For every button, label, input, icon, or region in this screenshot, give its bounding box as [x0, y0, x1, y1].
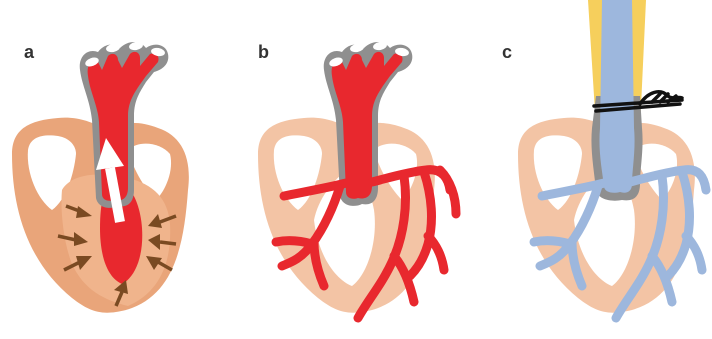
- panel-c: c: [502, 0, 706, 318]
- panel-b-label: b: [258, 42, 269, 62]
- panel-a: a: [12, 41, 189, 313]
- panel-a-label: a: [24, 42, 35, 62]
- coronary-right-branch-c4: [686, 236, 702, 270]
- coronary-left-branch-b3: [276, 241, 312, 244]
- panel-c-label: c: [502, 42, 512, 62]
- coronary-right-branch-b4: [428, 236, 444, 270]
- panel-b: b: [258, 41, 456, 318]
- coronary-left-branch-c3: [534, 241, 570, 244]
